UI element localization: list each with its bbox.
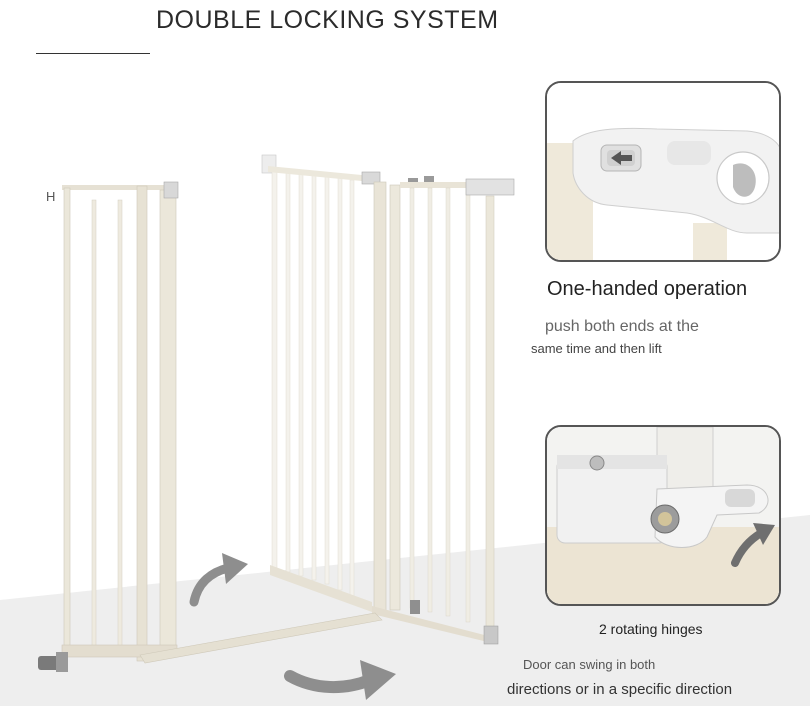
top-detail-instruction-2: same time and then lift — [531, 341, 662, 356]
swing-arrow-lower — [284, 660, 396, 700]
extension-panel — [38, 181, 179, 672]
top-detail-instruction-1: push both ends at the — [545, 318, 699, 335]
height-label: H — [46, 189, 56, 204]
bottom-detail-description-2: directions or in a specific direction — [507, 681, 733, 698]
gate-illustration — [38, 154, 515, 700]
bottom-detail-caption: 2 rotating hinges — [599, 621, 703, 637]
lock-detail-panel — [545, 81, 781, 262]
lock-detail-image — [547, 83, 779, 260]
floor-bar — [139, 612, 383, 664]
title-underline — [36, 53, 150, 54]
top-detail-caption: One-handed operation — [547, 278, 748, 300]
bottom-detail-description-1: Door can swing in both — [523, 657, 656, 672]
page-title: DOUBLE LOCKING SYSTEM — [156, 6, 499, 34]
hinge-detail-image — [547, 427, 779, 604]
main-gate — [261, 154, 515, 645]
hinge-detail-panel — [545, 425, 781, 606]
swing-arrow-upper — [189, 553, 248, 607]
